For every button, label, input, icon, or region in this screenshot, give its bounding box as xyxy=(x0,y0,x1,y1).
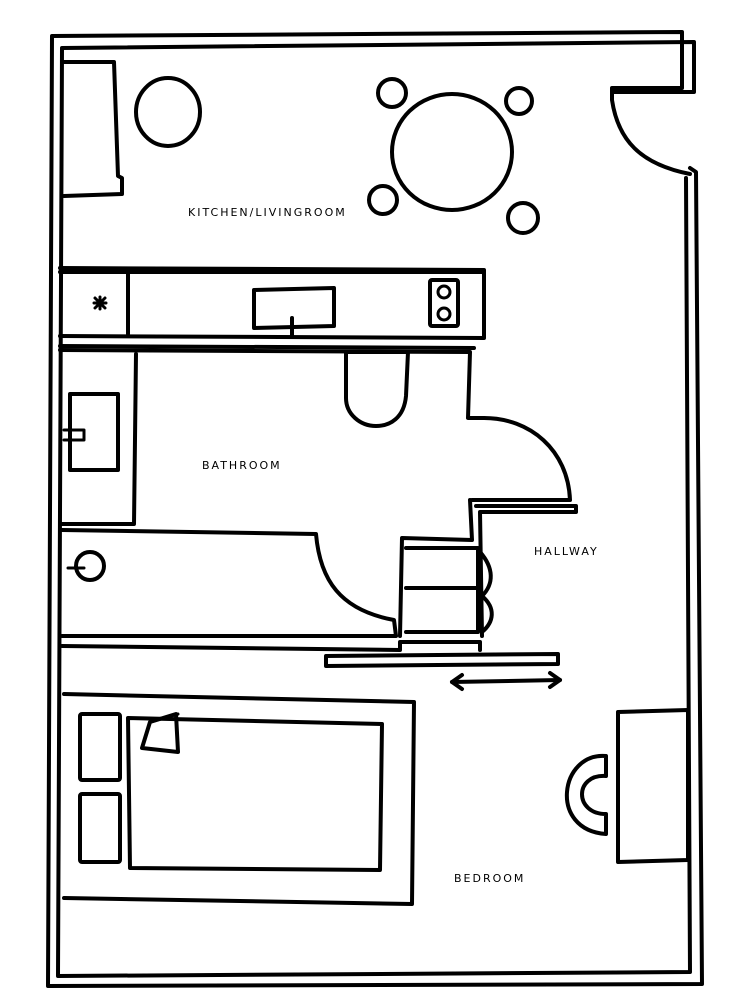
interior-wall xyxy=(60,640,560,668)
desk-chair xyxy=(565,753,608,836)
label-bathroom: BATHROOM xyxy=(202,459,282,472)
dining-chair xyxy=(504,86,534,116)
toilet xyxy=(344,350,410,428)
sliding-door-arrow-icon xyxy=(450,671,562,691)
bed xyxy=(62,692,416,906)
nightstand xyxy=(78,712,122,782)
nightstand xyxy=(78,792,122,864)
dining-chair xyxy=(506,201,540,235)
bathtub xyxy=(60,528,398,638)
dining-set xyxy=(367,77,540,235)
dining-table xyxy=(390,92,514,212)
sink xyxy=(252,286,336,330)
stove-burner xyxy=(436,284,452,300)
stove xyxy=(428,278,460,328)
drain xyxy=(74,550,106,582)
vanity xyxy=(60,352,138,526)
desk xyxy=(565,708,690,864)
fridge-icon xyxy=(92,295,108,311)
label-hallway: HALLWAY xyxy=(534,545,599,558)
round-side-table xyxy=(134,76,202,148)
stove-burner xyxy=(436,306,452,322)
sofa xyxy=(62,60,124,198)
label-kitchen-livingroom: KITCHEN/LIVINGROOM xyxy=(188,206,347,219)
outer-walls xyxy=(46,30,704,988)
entrance-door xyxy=(610,94,692,176)
dining-chair xyxy=(367,184,399,216)
bathroom-door xyxy=(470,416,572,502)
dining-chair xyxy=(376,77,408,109)
kitchen-counter xyxy=(58,266,486,340)
closet xyxy=(404,546,494,634)
label-bedroom: BEDROOM xyxy=(454,872,525,885)
